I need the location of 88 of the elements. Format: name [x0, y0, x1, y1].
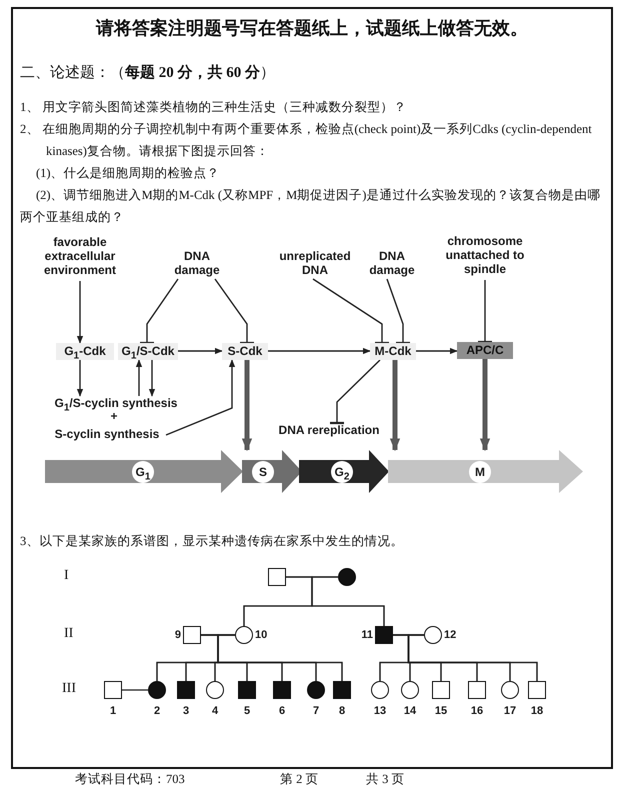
arrow	[268, 348, 371, 354]
arrow	[242, 360, 252, 452]
condition-label: DNA damage	[360, 249, 424, 279]
male-symbol	[104, 681, 122, 699]
female-symbol	[401, 681, 419, 699]
individual-number: 3	[182, 704, 190, 718]
condition-label: chromosome unattached to spindle	[430, 234, 540, 280]
generation-label: I	[64, 567, 70, 585]
inhibition-line	[328, 360, 380, 424]
page-heading: 请将答案注明题号写在答题纸上，试题纸上做答无效。	[94, 17, 529, 40]
process-label: DNA rereplication	[268, 423, 390, 439]
descent-line	[311, 576, 385, 626]
marriage-line	[122, 689, 148, 691]
question-text: 1、 用文字箭头图简述藻类植物的三种生活史（三种减数分裂型）？	[20, 99, 408, 116]
inhibition-line	[312, 278, 390, 344]
question-text: 2、 在细胞周期的分子调控机制中有两个重要体系，检验点(check point)及一系列Cdks (cyclin-dependent kinases)复合物。请根据下图提示回答：	[20, 121, 593, 160]
affected-male-symbol	[333, 681, 351, 699]
individual-number: 16	[470, 704, 484, 718]
process-label: S-cyclin synthesis	[48, 427, 166, 443]
arrow	[416, 348, 458, 354]
affected-female-symbol	[148, 681, 166, 699]
individual-number: 8	[338, 704, 346, 718]
individual-number: 9	[174, 628, 181, 642]
affected-male-symbol	[273, 681, 291, 699]
individual-number: 10	[255, 628, 268, 642]
individual-number: 17	[502, 704, 518, 718]
individual-number: 15	[434, 704, 448, 718]
female-symbol	[424, 626, 442, 644]
complex-label: M-Cdk	[370, 343, 416, 360]
male-symbol	[432, 681, 450, 699]
arrow	[178, 348, 223, 354]
plus-sign: +	[110, 409, 118, 423]
female-symbol	[371, 681, 389, 699]
footer-text: 共 3 页	[366, 771, 406, 787]
arrow	[76, 281, 84, 344]
affected-female-symbol	[307, 681, 325, 699]
process-label: G$_{1}$/S-cyclin synthesis	[42, 396, 190, 411]
complex-label: S-Cdk	[222, 343, 268, 360]
inhibition-line	[476, 280, 494, 344]
phase-segment	[299, 450, 389, 493]
question-text: 3、以下是某家族的系谱图，显示某种遗传病在家系中发生的情况。	[20, 533, 404, 550]
individual-number: 13	[372, 704, 388, 718]
individual-number: 7	[312, 704, 320, 718]
condition-label: favorable extracellular environment	[25, 235, 135, 281]
condition-label: unreplicated DNA	[270, 249, 360, 279]
arrow	[136, 359, 142, 396]
complex-box: APC/C	[457, 342, 513, 359]
complex-label: G$_{1}$/S-Cdk	[118, 343, 178, 360]
individual-number: 18	[530, 704, 544, 718]
phase-segment	[45, 450, 243, 493]
arrow	[480, 359, 490, 452]
affected-female-symbol	[338, 568, 356, 586]
complex-label: G$_{1}$-Cdk	[56, 343, 114, 360]
female-symbol	[206, 681, 224, 699]
arrow	[148, 360, 156, 397]
arrow	[390, 360, 400, 452]
generation-label: II	[64, 625, 74, 643]
female-symbol	[235, 626, 253, 644]
male-symbol	[528, 681, 546, 699]
arrow	[76, 360, 84, 397]
inhibition-line	[214, 278, 256, 344]
generation-label: III	[62, 680, 77, 698]
footer-text: 考试科目代码：703	[75, 771, 186, 787]
individual-number: 12	[444, 628, 458, 642]
male-symbol	[268, 568, 286, 586]
sub-question-text: (1)、什么是细胞周期的检验点？	[36, 165, 221, 182]
affected-male-symbol	[238, 681, 256, 699]
individual-number: 5	[242, 704, 252, 718]
condition-label: DNA damage	[165, 249, 229, 279]
sub-question-text: (2)、调节细胞进入M期的M-Cdk (又称MPF，M期促进因子)是通过什么实验发现的？该复合物是由哪两个亚基组成的？	[20, 187, 602, 226]
female-symbol	[501, 681, 519, 699]
affected-male-symbol	[375, 626, 393, 644]
male-symbol	[468, 681, 486, 699]
arrow	[166, 359, 236, 436]
phase-segment	[242, 450, 302, 493]
individual-number: 2	[152, 704, 162, 718]
inhibition-line	[386, 278, 412, 344]
footer-text: 第 2 页	[280, 771, 320, 787]
male-symbol	[183, 626, 201, 644]
individual-number: 6	[278, 704, 286, 718]
affected-male-symbol	[177, 681, 195, 699]
individual-number: 14	[402, 704, 418, 718]
individual-number: 4	[210, 704, 220, 718]
individual-number: 1	[108, 704, 118, 718]
individual-number: 11	[360, 628, 373, 642]
section-heading: 二、论述题：（每题 20 分，共 60 分）	[20, 63, 276, 83]
phase-segment	[388, 450, 583, 493]
inhibition-line	[138, 278, 179, 344]
